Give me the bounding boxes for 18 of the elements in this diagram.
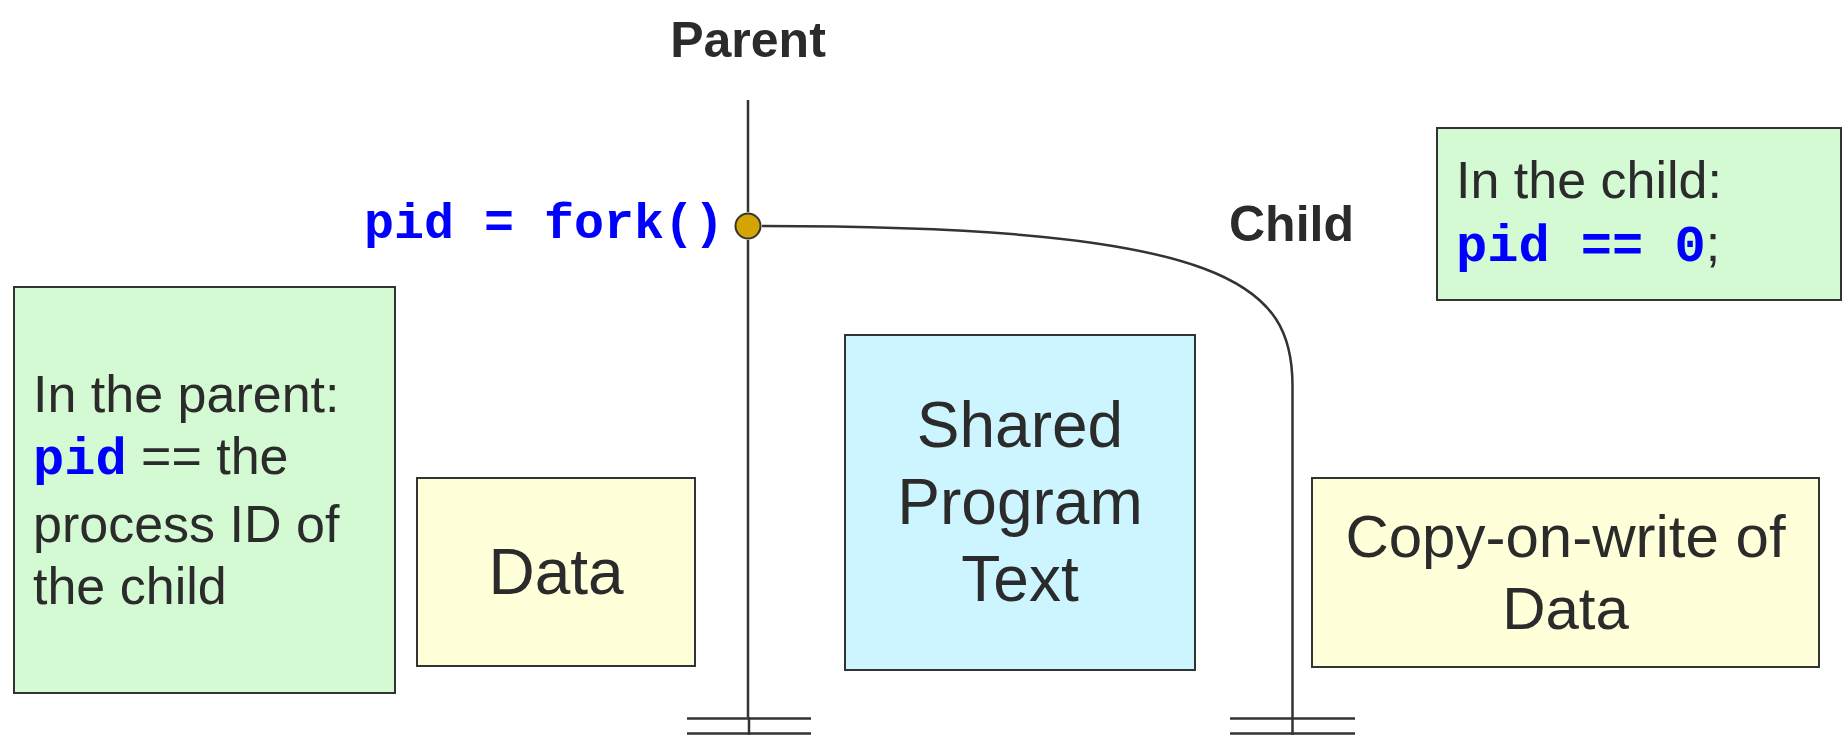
memory-box: [416, 477, 696, 667]
note-box: [1436, 127, 1842, 301]
box-text: pid == 0;: [1456, 212, 1722, 279]
box-text: Data: [487, 534, 625, 610]
box-text: pid == the process ID of the child: [33, 426, 341, 617]
timeline-line: [762, 224, 1294, 717]
box-text: Shared Program Text: [896, 388, 1144, 617]
timeline-line: [746, 100, 750, 212]
memory-box: [844, 334, 1196, 671]
box-text: In the parent:: [33, 363, 341, 425]
memory-box: [1311, 477, 1820, 668]
note-box: [13, 286, 396, 694]
box-text: In the child:: [1456, 150, 1723, 212]
box-text: Copy-on-write of Data: [1344, 501, 1787, 644]
timeline-title: Child: [1229, 195, 1354, 253]
timeline-title: Parent: [670, 11, 826, 70]
timeline-line: [746, 240, 750, 717]
code-text: pid = fork(): [363, 195, 724, 255]
